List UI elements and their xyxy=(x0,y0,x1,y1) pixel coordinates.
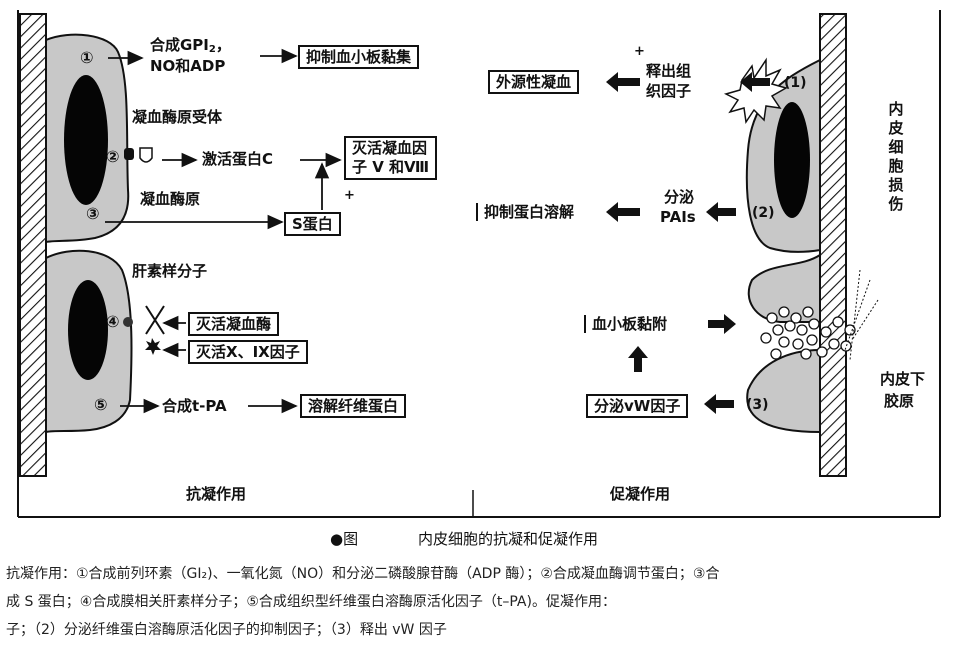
label-n3: ③ xyxy=(86,205,100,223)
procoag-arrows xyxy=(606,72,770,414)
thrombin-ligand xyxy=(140,148,152,162)
injury-char-3: 细 xyxy=(886,138,906,157)
protein-s-box: S蛋白 xyxy=(284,212,341,236)
receptor-2 xyxy=(124,148,134,160)
label-r2: (2) xyxy=(752,204,775,222)
procoag-section-label: 促凝作用 xyxy=(610,485,670,503)
label-r1: (1) xyxy=(784,74,807,92)
inactivate-x-ix-box: 灭活X、IX因子 xyxy=(188,340,308,364)
dissolve-fibrin-box: 溶解纤维蛋白 xyxy=(300,394,406,418)
endothelial-injury-label: 内 皮 细 胞 损 伤 xyxy=(886,100,906,214)
synth-tpa-label: 合成t-PA xyxy=(162,397,227,415)
secrete-vwf-box: 分泌vW因子 xyxy=(586,394,688,418)
injury-char-4: 胞 xyxy=(886,157,906,176)
gpi-line1: 合成GPI xyxy=(150,36,209,54)
thrombin-receptor-label: 凝血酶原受体 xyxy=(132,108,222,126)
injury-char-1: 内 xyxy=(886,100,906,119)
inhibit-proteolysis: 抑制蛋白溶解 xyxy=(476,203,574,221)
inactivate-thrombin-box: 灭活凝血酶 xyxy=(188,312,279,336)
heparin-site xyxy=(123,317,133,327)
release-tf-line1: 释出组 xyxy=(646,62,691,80)
inactivate-factors-box: 灭活凝血因 子 V 和Ⅷ xyxy=(344,136,437,180)
label-n2: ② xyxy=(106,148,120,166)
inactivate-factors-line2: 子 V 和Ⅷ xyxy=(352,158,429,177)
injury-char-5: 损 xyxy=(886,176,906,195)
label-n4: ④ xyxy=(106,313,120,331)
injury-char-6: 伤 xyxy=(886,195,906,214)
subendo-line2: 胶原 xyxy=(884,392,914,410)
legend-line-1: 抗凝作用：①合成前列环素（GI₂)、一氧化氮（NO）和分泌二磷酸腺苷酶（ADP … xyxy=(6,563,962,585)
subendo-line1: 内皮下 xyxy=(880,370,925,388)
x-mark xyxy=(146,306,164,334)
nucleus-upper xyxy=(64,75,108,205)
extrinsic-box: 外源性凝血 xyxy=(488,70,579,94)
label-n1: ① xyxy=(80,49,94,67)
plus-sign-2: + xyxy=(634,44,645,59)
gpi-text: 合成GPI2， xyxy=(150,36,231,59)
caption-bullet: ●图 xyxy=(330,530,358,548)
heparin-like-label: 肝素样分子 xyxy=(132,262,207,280)
inhibit-platelet-box: 抑制血小板黏集 xyxy=(298,45,419,69)
label-r3: (3) xyxy=(746,396,769,414)
left-vessel-wall xyxy=(20,14,46,476)
gpi-line2: NO和ADP xyxy=(150,57,225,75)
legend-line-2: 成 S 蛋白；④合成膜相关肝素样分子；⑤合成组织型纤维蛋白溶酶原活化因子（t–P… xyxy=(6,591,962,613)
secrete-pai-line2: PAIs xyxy=(660,208,696,226)
prothrombin-label: 凝血酶原 xyxy=(140,190,200,208)
label-n5: ⑤ xyxy=(94,396,108,414)
star-mark xyxy=(145,338,161,355)
legend-line-3: 子；（2）分泌纤维蛋白溶酶原活化因子的抑制因子；（3）释出 vW 因子 xyxy=(6,619,962,641)
right-vessel-wall xyxy=(820,14,846,476)
anticoag-section-label: 抗凝作用 xyxy=(186,485,246,503)
activate-protein-c: 激活蛋白C xyxy=(202,150,273,168)
secrete-pai-line1: 分泌 xyxy=(664,188,694,206)
nucleus-right xyxy=(774,102,810,218)
gpi-sub: 2 xyxy=(209,44,216,55)
release-tf-line2: 织因子 xyxy=(646,82,691,100)
procoag-cell-bottom xyxy=(747,350,820,432)
platelet-adhesion: 血小板黏附 xyxy=(584,315,667,333)
nucleus-lower xyxy=(68,280,108,380)
inactivate-factors-line1: 灭活凝血因 xyxy=(352,139,429,158)
injury-char-2: 皮 xyxy=(886,119,906,138)
plus-sign-1: + xyxy=(344,188,355,203)
caption-title: 内皮细胞的抗凝和促凝作用 xyxy=(418,530,598,548)
gpi-comma: ， xyxy=(216,36,231,54)
